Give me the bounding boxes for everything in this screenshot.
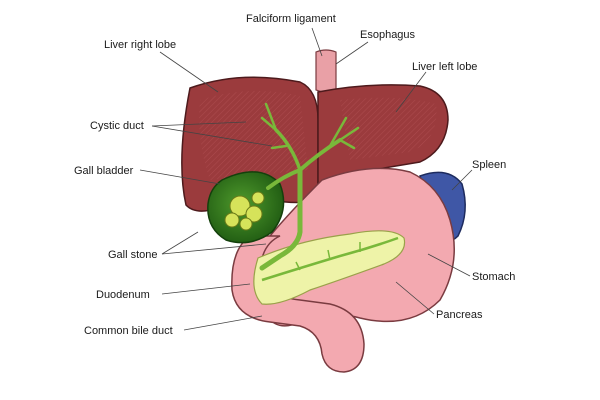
label-pancreas: Pancreas [436,309,483,321]
leader-lines [139,27,473,331]
label-liver-left-lobe: Liver left lobe [412,61,477,73]
gall-stones [224,191,265,231]
label-gall-bladder: Gall bladder [74,165,134,177]
esophagus-shape [315,49,337,94]
label-spleen: Spleen [472,159,506,171]
label-cystic-duct: Cystic duct [90,120,144,132]
label-stomach: Stomach [472,271,515,283]
label-gall-stone: Gall stone [108,249,158,261]
bile-duct-system [259,102,360,271]
label-liver-right-lobe: Liver right lobe [104,39,176,51]
label-duodenum: Duodenum [96,289,150,301]
label-esophagus: Esophagus [360,29,416,41]
label-common-bile-duct: Common bile duct [84,325,173,337]
label-falciform-ligament: Falciform ligament [246,13,336,25]
